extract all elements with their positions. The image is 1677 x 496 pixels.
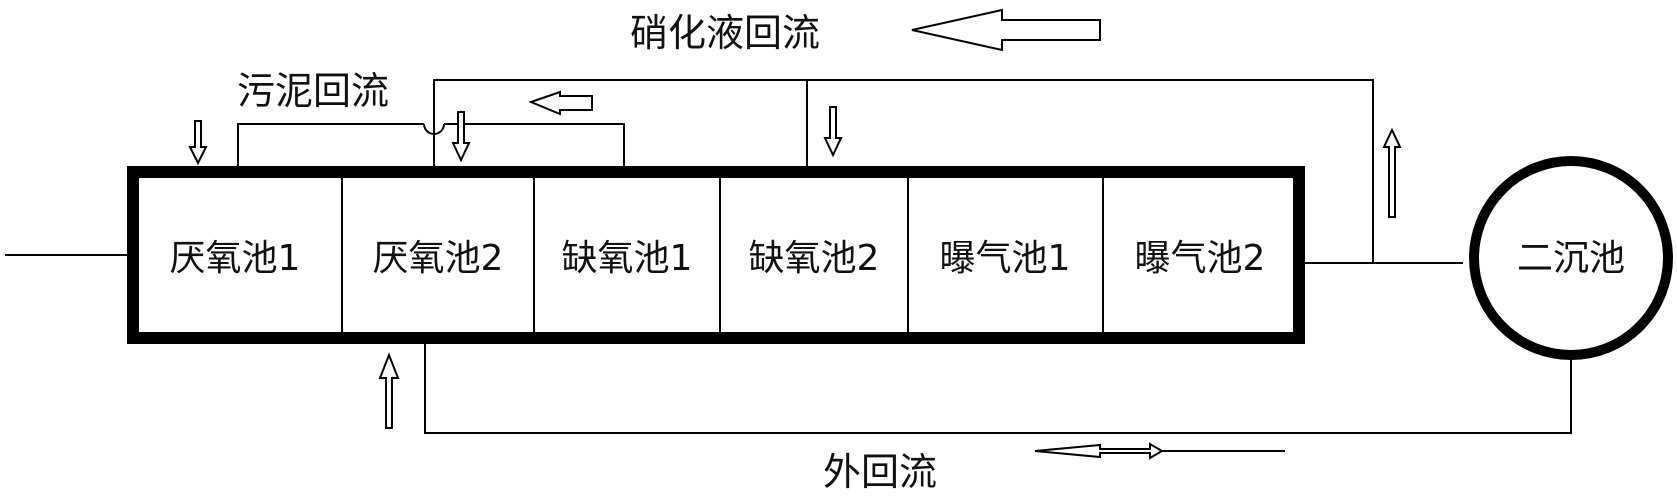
down-arrow-icon	[451, 111, 471, 163]
nitrate-recycle-label: 硝化液回流	[630, 11, 820, 55]
tank-label-anaerobic-1: 厌氧池1	[170, 238, 301, 279]
up-arrow-icon	[1382, 127, 1402, 218]
tank-train-border	[127, 166, 1305, 344]
tank-label-anaerobic-2: 厌氧池2	[373, 238, 504, 279]
up-arrow-icon	[378, 352, 400, 429]
left-arrow-icon	[1034, 442, 1164, 460]
down-arrow-icon	[188, 120, 208, 166]
left-arrow-icon	[528, 90, 593, 116]
clarifier-label: 二沉池	[1517, 238, 1625, 279]
line-crossover-hop	[423, 123, 445, 135]
tank-label-aerobic-1: 曝气池1	[940, 238, 1071, 279]
external-recycle-label: 外回流	[823, 450, 937, 494]
tank-label-anoxic-1: 缺氧池1	[562, 238, 693, 279]
tank-label-aerobic-2: 曝气池2	[1135, 238, 1266, 279]
down-arrow-icon	[823, 106, 843, 158]
sludge-recycle-label: 污泥回流	[237, 69, 389, 113]
nitrate-recycle-line	[433, 79, 1374, 263]
left-arrow-icon	[911, 8, 1101, 52]
sludge-recycle-line	[237, 123, 424, 172]
external-recycle-line	[424, 338, 1572, 434]
tank-label-anoxic-2: 缺氧池2	[749, 238, 880, 279]
sludge-recycle-line-continued	[444, 123, 625, 172]
